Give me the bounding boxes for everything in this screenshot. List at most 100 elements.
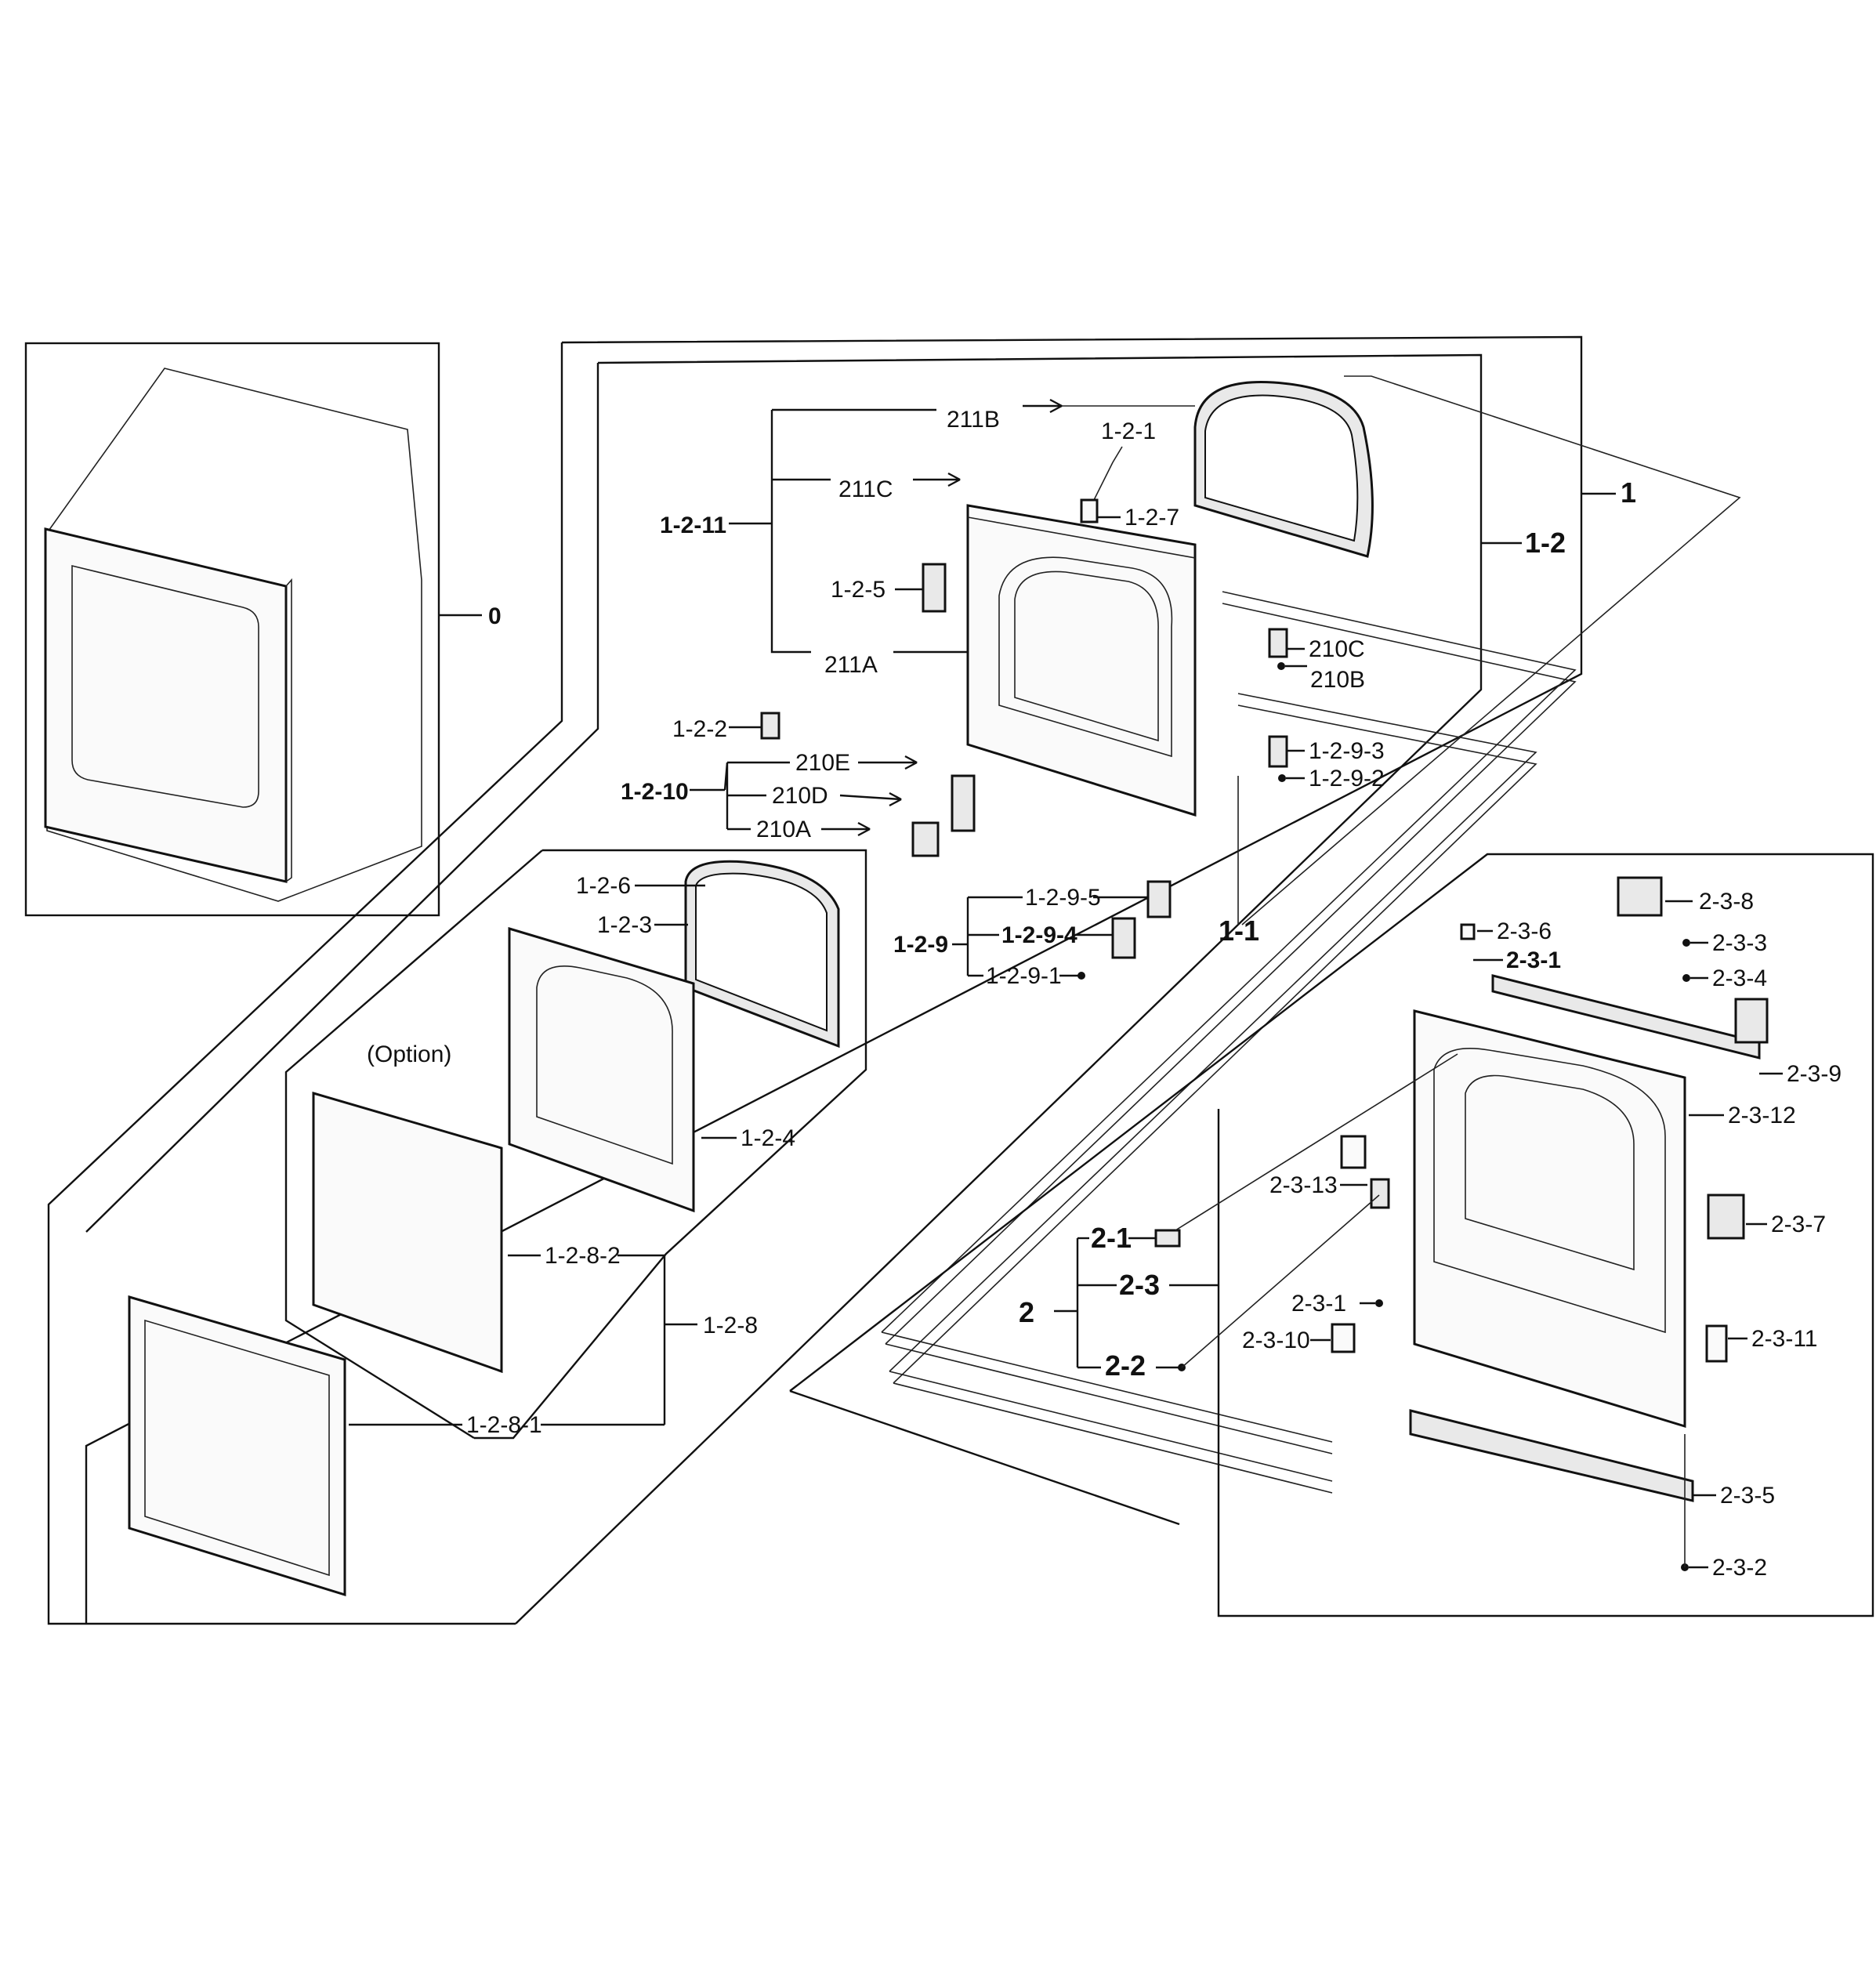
bracket-1-2-11 xyxy=(770,410,811,654)
leader-2-1-extended xyxy=(1175,1053,1458,1231)
part-1-2-5 xyxy=(922,563,947,613)
dot-2-3-4 xyxy=(1682,974,1690,982)
part-2-3-13-clip xyxy=(1370,1178,1390,1209)
option-box-upper xyxy=(474,849,867,1440)
frame-assembly-1-upper xyxy=(85,335,1583,1624)
inner-door-window xyxy=(998,556,1173,758)
dryer-cabinet-outline xyxy=(46,368,422,902)
part-2-3-7 xyxy=(1707,1194,1745,1240)
arrow-210e xyxy=(858,755,918,770)
label-1-2-9: 1-2-9 xyxy=(893,932,948,958)
part-2-3-8 xyxy=(1617,876,1663,917)
part-2-1 xyxy=(1154,1229,1181,1248)
label-2-3-6: 2-3-6 xyxy=(1497,918,1552,944)
inner-door-panel xyxy=(966,504,1197,817)
label-210c: 210C xyxy=(1309,636,1365,662)
frame-assembly-1-lower xyxy=(47,342,563,1625)
part-210e xyxy=(951,774,976,832)
label-210a: 210A xyxy=(756,817,811,842)
part-2-3-13 xyxy=(1340,1135,1367,1169)
gasket-211b-inner xyxy=(1204,394,1359,542)
label-2-1: 2-1 xyxy=(1091,1222,1132,1254)
label-2-3-12: 2-3-12 xyxy=(1728,1103,1796,1128)
label-2-3-7: 2-3-7 xyxy=(1771,1212,1826,1237)
label-2-3-11: 2-3-11 xyxy=(1751,1326,1818,1352)
panel-1-2-8-2 xyxy=(312,1092,503,1374)
outer-door-panel xyxy=(1413,1009,1686,1429)
arrow-211c xyxy=(913,472,961,487)
label-1-2-8-2: 1-2-8-2 xyxy=(545,1243,621,1269)
label-211c: 211C xyxy=(838,476,893,502)
label-1-2-9-5: 1-2-9-5 xyxy=(1025,885,1101,911)
dot-1-2-9-2 xyxy=(1278,774,1286,782)
label-211a: 211A xyxy=(824,652,878,678)
part-210c xyxy=(1268,628,1288,658)
label-2-3: 2-3 xyxy=(1119,1269,1160,1301)
part-210d xyxy=(911,821,940,857)
part-1-2-9-3 xyxy=(1268,735,1288,768)
dot-210b xyxy=(1277,662,1285,670)
frame-assembly-2-bottom xyxy=(789,1389,1180,1526)
dryer-door-edge xyxy=(285,578,292,882)
label-2-3-3: 2-3-3 xyxy=(1712,930,1767,956)
gasket-1-2-6-inner xyxy=(695,872,828,1032)
label-1-2-3: 1-2-3 xyxy=(597,912,652,938)
frame-assembly-1-2 xyxy=(515,353,1483,1625)
frame-assembly-2 xyxy=(789,853,1874,1617)
label-210b: 210B xyxy=(1310,667,1365,693)
label-1-2-9-4: 1-2-9-4 xyxy=(1001,922,1077,948)
part-1-2-9-4 xyxy=(1111,917,1136,959)
option-box-lower xyxy=(284,849,543,1440)
part-1-2-2 xyxy=(760,712,780,740)
label-1-2-1: 1-2-1 xyxy=(1101,418,1156,444)
inner-door-top-edge xyxy=(967,516,1196,559)
dot-1-2-9-1 xyxy=(1077,972,1085,980)
label-1-2-11: 1-2-11 xyxy=(660,513,726,538)
label-1: 1 xyxy=(1621,476,1636,509)
label-211b: 211B xyxy=(947,407,1000,433)
leader-box-211b xyxy=(1241,375,1741,925)
label-1-2-7: 1-2-7 xyxy=(1125,505,1179,531)
label-1-2-6: 1-2-6 xyxy=(576,873,631,899)
dryer-door-window xyxy=(71,564,259,808)
part-1-2-9-5 xyxy=(1146,880,1172,918)
part-2-3-9 xyxy=(1734,998,1769,1044)
label-2: 2 xyxy=(1019,1296,1034,1328)
part-2-3-10 xyxy=(1331,1323,1356,1353)
label-1-2-9-1: 1-2-9-1 xyxy=(986,963,1062,989)
leader-2-2-extended xyxy=(1181,1194,1380,1368)
assembly-0-frame xyxy=(24,342,440,917)
arrow-210a xyxy=(821,821,871,837)
label-2-3-1b: 2-3-1 xyxy=(1291,1291,1346,1317)
stacked-bracket-lines xyxy=(881,591,1577,1494)
part-1-2-7 xyxy=(1080,498,1099,523)
arrow-211b xyxy=(1023,398,1063,414)
label-2-3-5: 2-3-5 xyxy=(1720,1483,1775,1509)
part-2-3-5 xyxy=(1409,1409,1694,1502)
outer-door-window-inner xyxy=(1465,1074,1635,1271)
outer-door-window xyxy=(1433,1048,1666,1334)
bracket-1-2-10 xyxy=(723,762,729,829)
dryer-door xyxy=(44,527,288,883)
label-2-3-4: 2-3-4 xyxy=(1712,965,1767,991)
label-0: 0 xyxy=(488,603,502,629)
panel-1-2-8-1-inner xyxy=(144,1319,330,1577)
bracket-1-2-8 xyxy=(617,1254,666,1425)
label-1-2-9-3: 1-2-9-3 xyxy=(1309,738,1385,764)
part-2-3-9-bar xyxy=(1491,974,1761,1060)
label-2-3-2: 2-3-2 xyxy=(1712,1555,1767,1581)
label-1-2-8: 1-2-8 xyxy=(703,1313,758,1338)
inner-door-window-inner xyxy=(1014,571,1159,742)
arrow-210d xyxy=(839,791,902,807)
label-1-2-2: 1-2-2 xyxy=(672,716,727,742)
label-1-2-9-2: 1-2-9-2 xyxy=(1309,766,1385,791)
part-2-3-11 xyxy=(1705,1324,1728,1363)
label-1-1: 1-1 xyxy=(1219,915,1259,947)
label-2-2: 2-2 xyxy=(1105,1349,1146,1382)
dot-2-3-1b xyxy=(1375,1299,1383,1307)
label-1-2-5: 1-2-5 xyxy=(831,577,885,603)
label-1-2-8-1: 1-2-8-1 xyxy=(466,1412,542,1438)
dot-2-3-3 xyxy=(1682,939,1690,947)
label-1-2-4: 1-2-4 xyxy=(741,1125,795,1151)
